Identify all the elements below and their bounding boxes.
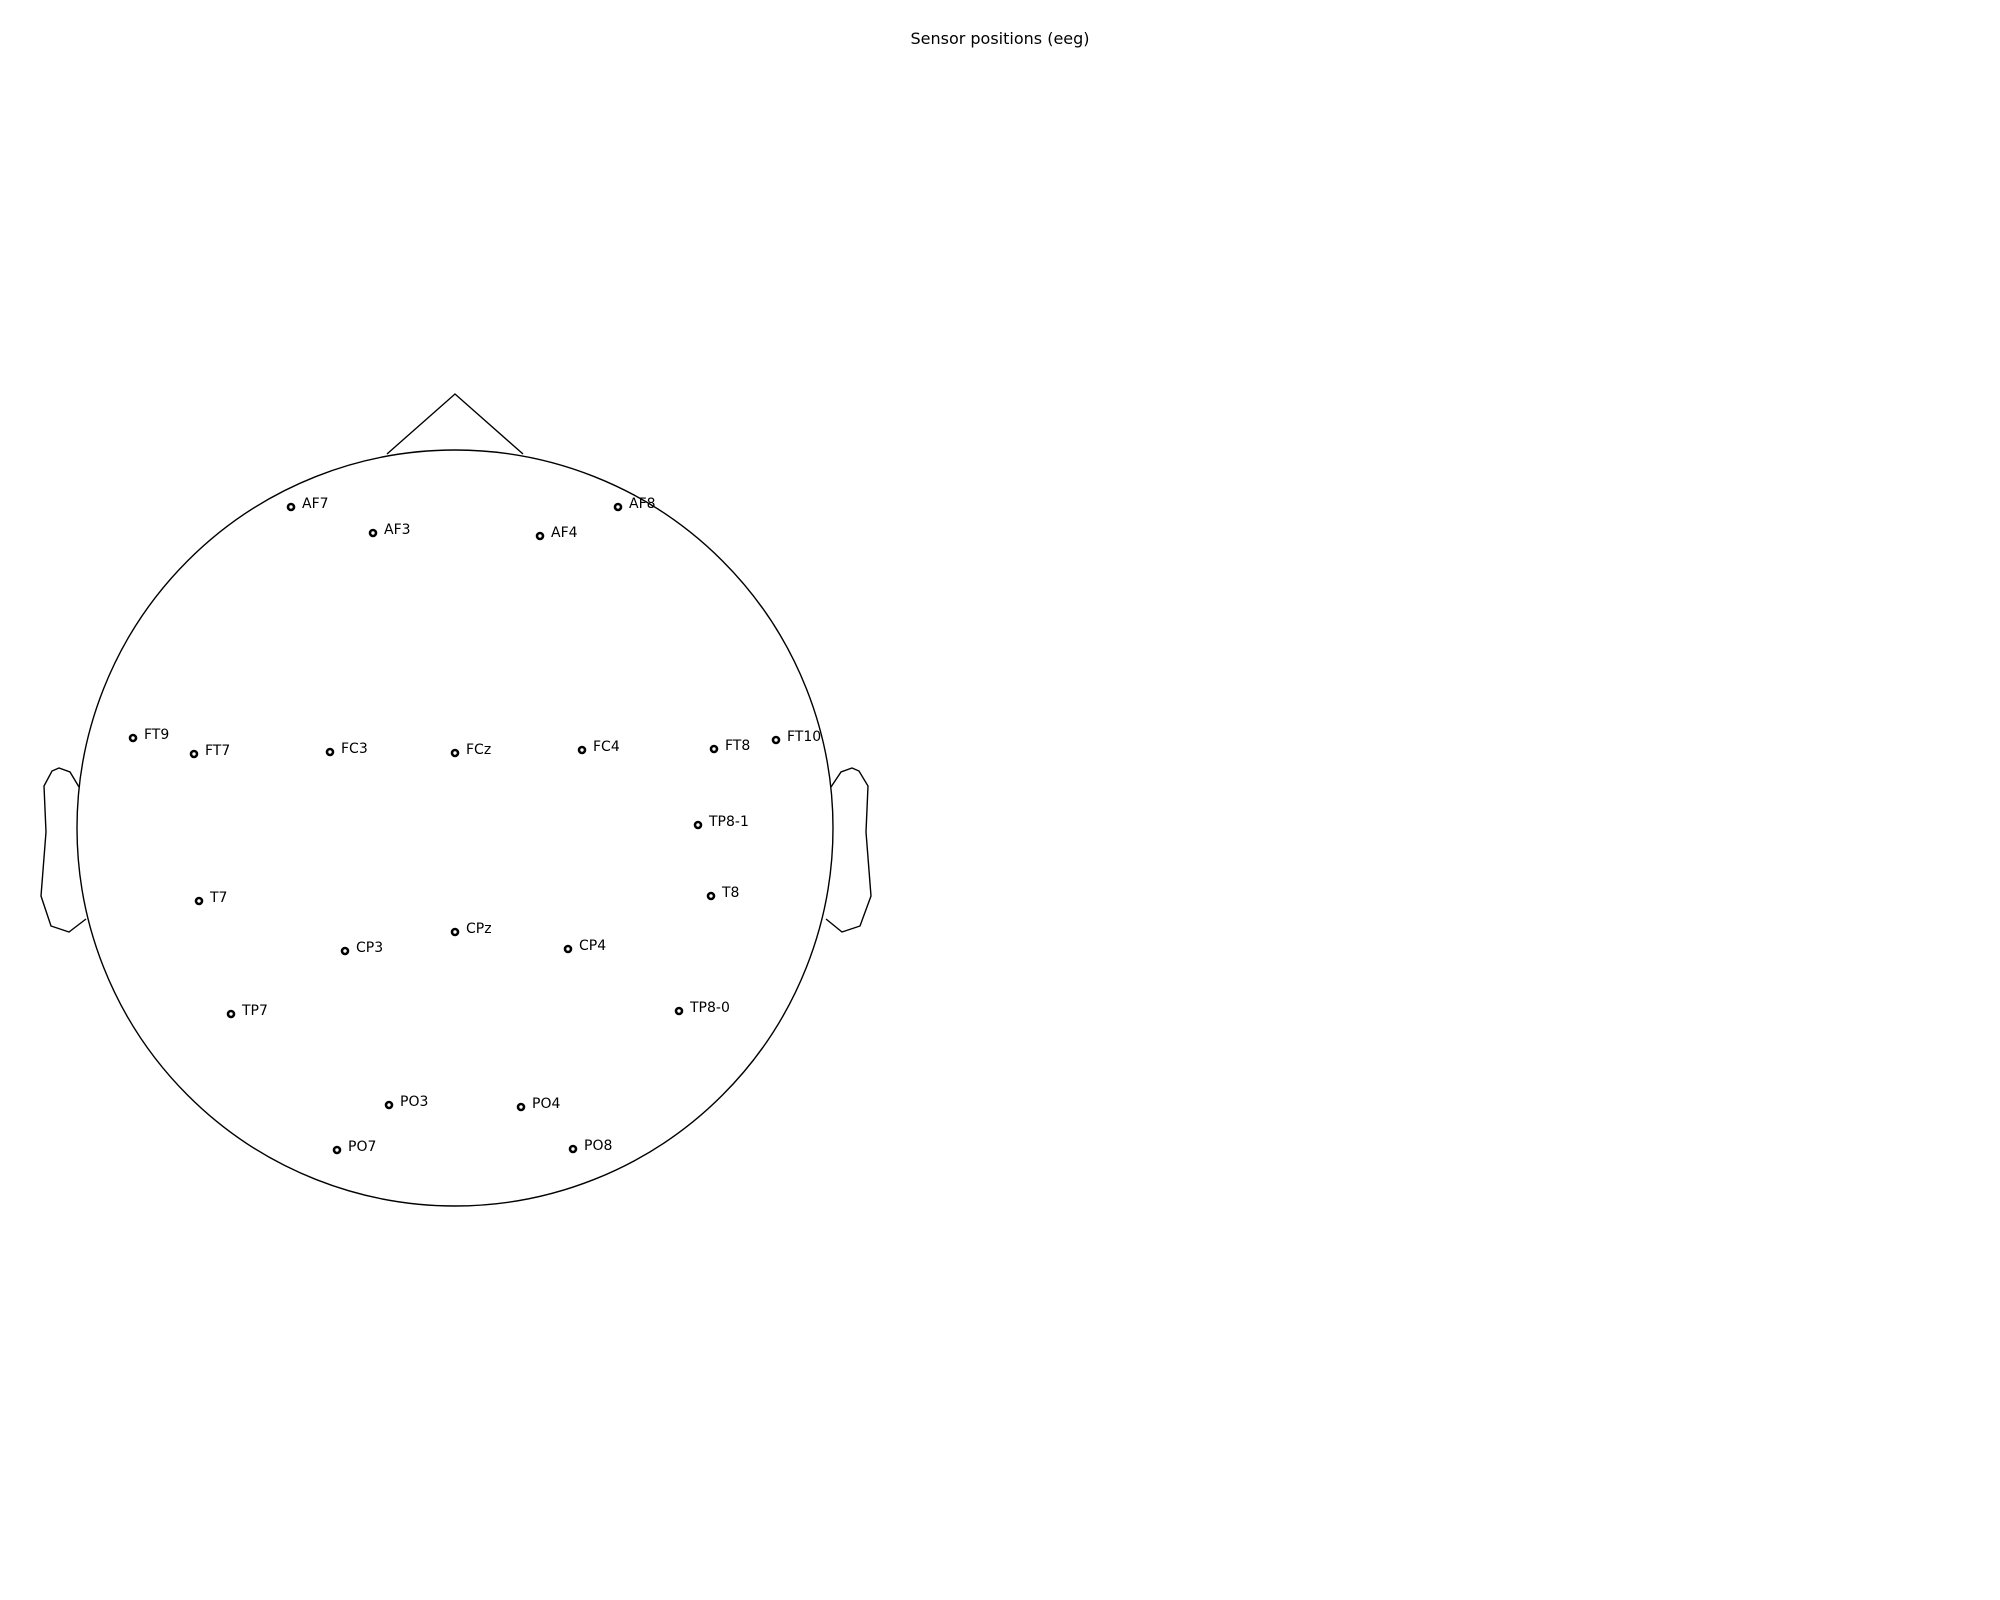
sensor-dot xyxy=(450,927,460,937)
sensor-label: AF7 xyxy=(302,496,329,512)
sensor-dot xyxy=(340,946,350,956)
sensor-dot xyxy=(674,1006,684,1016)
sensor-dot xyxy=(384,1100,394,1110)
sensor-dot xyxy=(450,748,460,758)
sensor-label: AF4 xyxy=(551,525,578,541)
sensor-dot xyxy=(516,1102,526,1112)
sensor-tp8-1: TP8-1 xyxy=(693,814,749,830)
sensor-label: FC3 xyxy=(341,741,368,757)
sensor-label: FC4 xyxy=(593,739,620,755)
sensor-dot xyxy=(286,502,296,512)
sensor-dot xyxy=(189,749,199,759)
sensor-label: T8 xyxy=(721,885,739,901)
sensor-dot xyxy=(226,1009,236,1019)
sensor-label: FT10 xyxy=(787,729,821,745)
sensor-po8: PO8 xyxy=(568,1138,612,1154)
sensor-dot xyxy=(613,502,623,512)
sensor-dot xyxy=(563,944,573,954)
sensor-ft10: FT10 xyxy=(771,729,821,745)
sensor-label: CP3 xyxy=(356,940,383,956)
sensor-fcz: FCz xyxy=(450,742,491,758)
sensor-cpz: CPz xyxy=(450,921,492,937)
sensor-label: PO8 xyxy=(584,1138,612,1154)
nose xyxy=(386,393,524,455)
sensor-label: PO7 xyxy=(348,1139,376,1155)
sensor-tp7: TP7 xyxy=(226,1003,268,1019)
sensor-dot xyxy=(709,744,719,754)
sensor-label: FT7 xyxy=(205,743,230,759)
sensor-dot xyxy=(325,747,335,757)
sensor-po3: PO3 xyxy=(384,1094,428,1110)
sensor-dot xyxy=(577,745,587,755)
sensor-cp4: CP4 xyxy=(563,938,606,954)
sensor-dot xyxy=(368,528,378,538)
sensor-label: CP4 xyxy=(579,938,606,954)
sensor-dot xyxy=(194,896,204,906)
sensor-ft8: FT8 xyxy=(709,738,750,754)
sensor-label: FT8 xyxy=(725,738,750,754)
sensor-dot xyxy=(706,891,716,901)
sensor-cp3: CP3 xyxy=(340,940,383,956)
figure-title: Sensor positions (eeg) xyxy=(910,29,1089,48)
left-ear xyxy=(40,767,87,933)
sensor-label: TP8-1 xyxy=(708,814,749,830)
sensor-fc3: FC3 xyxy=(325,741,368,757)
sensor-dot xyxy=(568,1144,578,1154)
sensor-dot xyxy=(771,735,781,745)
sensor-label: FCz xyxy=(466,742,491,758)
right-ear xyxy=(825,767,872,933)
sensor-dot xyxy=(332,1145,342,1155)
sensor-dot xyxy=(693,820,703,830)
sensor-af4: AF4 xyxy=(535,525,578,541)
sensor-label: PO3 xyxy=(400,1094,428,1110)
sensor-af3: AF3 xyxy=(368,522,411,538)
sensor-label: AF8 xyxy=(629,496,656,512)
sensor-label: CPz xyxy=(466,921,492,937)
sensor-ft9: FT9 xyxy=(128,727,169,743)
head-circle xyxy=(76,449,834,1207)
sensor-label: TP8-0 xyxy=(689,1000,730,1016)
sensor-dot xyxy=(535,531,545,541)
sensor-label: TP7 xyxy=(241,1003,268,1019)
sensor-af8: AF8 xyxy=(613,496,656,512)
sensor-label: FT9 xyxy=(144,727,169,743)
sensor-po4: PO4 xyxy=(516,1096,560,1112)
sensor-af7: AF7 xyxy=(286,496,329,512)
sensor-po7: PO7 xyxy=(332,1139,376,1155)
sensor-fc4: FC4 xyxy=(577,739,620,755)
sensor-label: AF3 xyxy=(384,522,411,538)
sensor-t8: T8 xyxy=(706,885,739,901)
sensor-label: PO4 xyxy=(532,1096,560,1112)
sensor-ft7: FT7 xyxy=(189,743,230,759)
sensor-t7: T7 xyxy=(194,890,227,906)
head-outline xyxy=(40,393,872,1207)
sensor-label: T7 xyxy=(209,890,227,906)
sensor-dot xyxy=(128,733,138,743)
sensor-tp8-0: TP8-0 xyxy=(674,1000,730,1016)
